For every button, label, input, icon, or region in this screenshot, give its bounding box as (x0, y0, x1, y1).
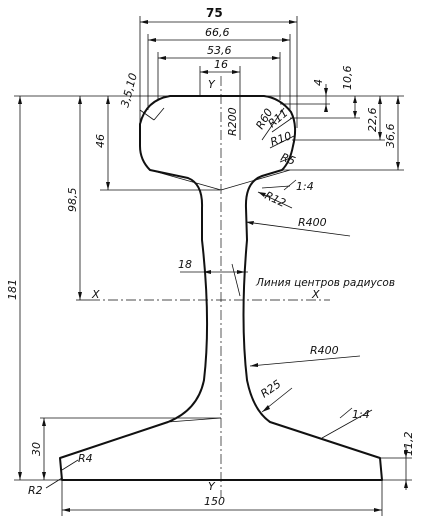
x-axis-label-left: X (91, 288, 100, 301)
dim-75: 75 (206, 6, 223, 20)
dim-30: 30 (30, 442, 43, 456)
dim-11-2: 11,2 (402, 432, 415, 457)
note-leader (231, 263, 241, 297)
radius-r25: R25 (258, 377, 283, 400)
leader-r400-upper (245, 221, 351, 237)
note-radius-centers: Линия центров радиусов (255, 277, 395, 289)
slope-head: 1:4 (296, 180, 314, 193)
rail-profile-outline (59, 95, 383, 481)
dim-22-6: 22,6 (366, 108, 379, 133)
dim-150: 150 (204, 495, 225, 508)
dim-46: 46 (94, 134, 107, 148)
dim-36-6: 36,6 (384, 124, 397, 149)
radius-r2: R2 (28, 484, 43, 497)
leader-r400-lower (249, 355, 361, 367)
radius-r400-upper: R400 (298, 216, 327, 229)
radius-r200: R200 (226, 107, 239, 136)
dim-3-5-10: 3,5,10 (118, 72, 140, 109)
dim-16: 16 (214, 58, 228, 71)
dim-66-6: 66,6 (205, 26, 230, 39)
dim-10-6: 10,6 (341, 66, 354, 91)
radius-r4: R4 (78, 452, 93, 465)
base-transition-line-right (167, 417, 222, 423)
x-axis-label-right: X (311, 288, 320, 301)
head-transition-line-right (220, 169, 291, 191)
y-axis-label-bottom: Y (208, 480, 216, 493)
radius-r5: R5 (279, 151, 297, 168)
dim-181: 181 (6, 279, 19, 300)
dim-98-5: 98,5 (66, 188, 79, 213)
dim-18: 18 (178, 258, 192, 271)
radius-r400-lower: R400 (310, 344, 339, 357)
y-axis-label-top: Y (208, 78, 216, 91)
dim-53-6: 53,6 (207, 44, 232, 57)
head-transition-line-left (149, 169, 222, 191)
dim-4: 4 (312, 79, 325, 86)
radius-r12: R12 (263, 189, 288, 210)
slope-base: 1:4 (352, 408, 370, 421)
